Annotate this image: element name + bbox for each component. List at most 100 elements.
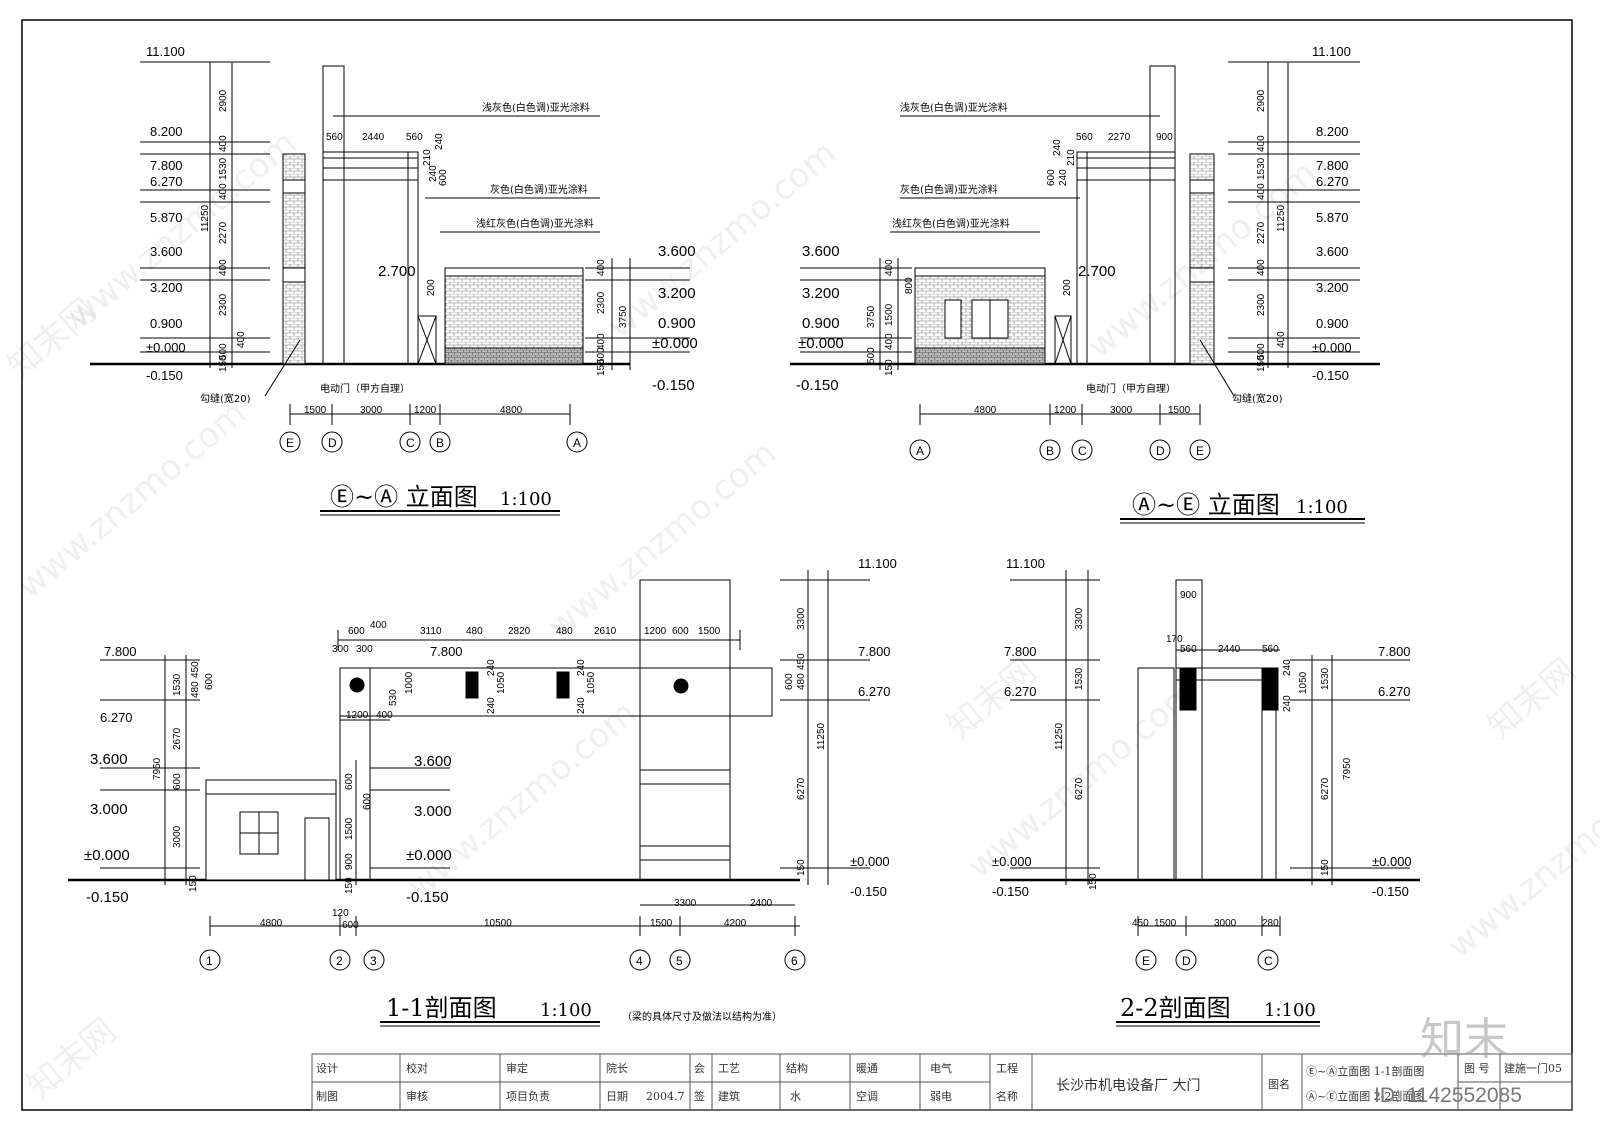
svg-text:200: 200 [1062,279,1073,296]
svg-text:150: 150 [596,359,607,376]
svg-text:2400: 2400 [750,898,773,909]
section-2-2-title: 2-2剖面图 [1120,994,1231,1022]
elevation-e-a-text: 11.100 8.200 7.800 6.270 5.870 3.600 3.2… [146,44,698,511]
svg-text:6.270: 6.270 [100,710,133,725]
svg-text:2.700: 2.700 [378,263,416,280]
elevation-a-e-title: Ⓐ~Ⓔ 立面图 [1132,491,1280,519]
svg-text:2: 2 [336,954,343,968]
svg-text:1200: 1200 [346,710,369,721]
svg-text:600: 600 [672,626,689,637]
project-name: 长沙市机电设备厂 大门 [1056,1077,1200,1094]
svg-text:2270: 2270 [1256,221,1267,244]
svg-text:B: B [1046,444,1054,458]
svg-text:7.800: 7.800 [1316,158,1349,173]
svg-text:2004.7: 2004.7 [646,1090,685,1103]
svg-text:1200: 1200 [644,626,667,637]
svg-text:www.znzmo.com: www.znzmo.com [10,393,254,607]
svg-text:600: 600 [438,169,449,186]
svg-text:项目负责: 项目负责 [506,1089,550,1103]
svg-text:560: 560 [406,132,423,143]
svg-text:暖通: 暖通 [856,1062,878,1075]
svg-text:11.100: 11.100 [1006,556,1045,571]
svg-text:C: C [406,436,415,450]
svg-text:1530: 1530 [218,157,229,180]
svg-text:1530: 1530 [172,673,183,696]
svg-text:0.900: 0.900 [658,315,696,332]
svg-text:11.100: 11.100 [1312,44,1351,59]
section-2-2 [1000,570,1420,1027]
svg-text:3.200: 3.200 [1316,280,1349,295]
svg-text:150: 150 [796,859,807,876]
svg-text:3.600: 3.600 [1316,244,1349,259]
svg-text:±0.000: ±0.000 [1372,854,1412,869]
svg-text:2440: 2440 [1218,644,1241,655]
svg-text:400: 400 [884,259,895,276]
svg-text:C: C [1078,444,1087,458]
svg-text:240: 240 [486,659,497,676]
svg-text:150: 150 [1320,859,1331,876]
svg-text:2820: 2820 [508,626,531,637]
svg-text:8.200: 8.200 [1316,124,1349,139]
svg-text:600: 600 [204,673,215,690]
svg-text:600: 600 [344,773,355,790]
svg-text:480: 480 [190,681,201,698]
svg-text:1500: 1500 [1168,405,1191,416]
svg-text:E: E [1196,444,1204,458]
svg-text:6.270: 6.270 [1378,684,1411,699]
svg-text:勾缝(宽20): 勾缝(宽20) [200,392,251,405]
svg-text:E: E [286,436,294,450]
svg-text:3300: 3300 [796,607,807,630]
svg-text:建筑: 建筑 [718,1089,740,1103]
svg-text:±0.000: ±0.000 [1312,340,1352,355]
svg-text:6270: 6270 [1074,777,1085,800]
svg-text:6: 6 [791,954,798,968]
svg-text:1500: 1500 [650,918,673,929]
svg-text:530: 530 [388,689,399,706]
svg-text:2270: 2270 [1108,132,1131,143]
svg-text:480: 480 [466,626,483,637]
svg-text:制图: 制图 [316,1090,338,1103]
svg-text:5.870: 5.870 [150,210,183,225]
svg-text:2300: 2300 [596,291,607,314]
svg-text:D: D [1156,444,1165,458]
svg-text:7950: 7950 [152,757,163,780]
svg-text:300: 300 [356,644,373,655]
svg-text:勾缝(宽20): 勾缝(宽20) [1232,392,1283,405]
image-id: ID: 1142552085 [1374,1084,1522,1107]
svg-text:浅灰色(白色调)亚光涂料: 浅灰色(白色调)亚光涂料 [482,101,590,114]
svg-text:150: 150 [344,877,355,894]
svg-text:3.000: 3.000 [414,803,452,820]
svg-text:D: D [1182,954,1191,968]
svg-text:工艺: 工艺 [718,1062,740,1075]
svg-text:日期: 日期 [606,1090,628,1103]
svg-text:www.znzmo.com: www.znzmo.com [400,693,644,907]
svg-text:240: 240 [434,133,445,150]
svg-text:210: 210 [1066,149,1077,166]
svg-text:±0.000: ±0.000 [652,335,698,352]
svg-text:500: 500 [596,347,607,364]
svg-text:1:100: 1:100 [500,489,552,510]
svg-text:电动门（甲方自理）: 电动门（甲方自理） [1086,382,1176,395]
svg-text:170: 170 [1166,634,1183,645]
svg-text:签: 签 [694,1089,705,1103]
svg-text:500: 500 [1256,343,1267,360]
svg-text:B: B [436,436,444,450]
svg-text:名称: 名称 [996,1089,1018,1103]
svg-text:0.900: 0.900 [150,316,183,331]
svg-text:知末网: 知末网 [1480,651,1584,747]
svg-text:0.900: 0.900 [1316,316,1349,331]
svg-text:1:100: 1:100 [540,1000,592,1021]
svg-text:3.000: 3.000 [90,801,128,818]
svg-text:560: 560 [1076,132,1093,143]
svg-text:1: 1 [206,954,213,968]
svg-text:200: 200 [426,279,437,296]
svg-text:会: 会 [694,1062,705,1075]
svg-text:120: 120 [332,908,349,919]
svg-text:900: 900 [1180,590,1197,601]
svg-text:7.800: 7.800 [430,644,463,659]
svg-text:±0.000: ±0.000 [146,340,186,355]
svg-text:设计: 设计 [316,1062,338,1075]
section-1-1-title: 1-1剖面图 [386,994,497,1022]
svg-text:3300: 3300 [674,898,697,909]
